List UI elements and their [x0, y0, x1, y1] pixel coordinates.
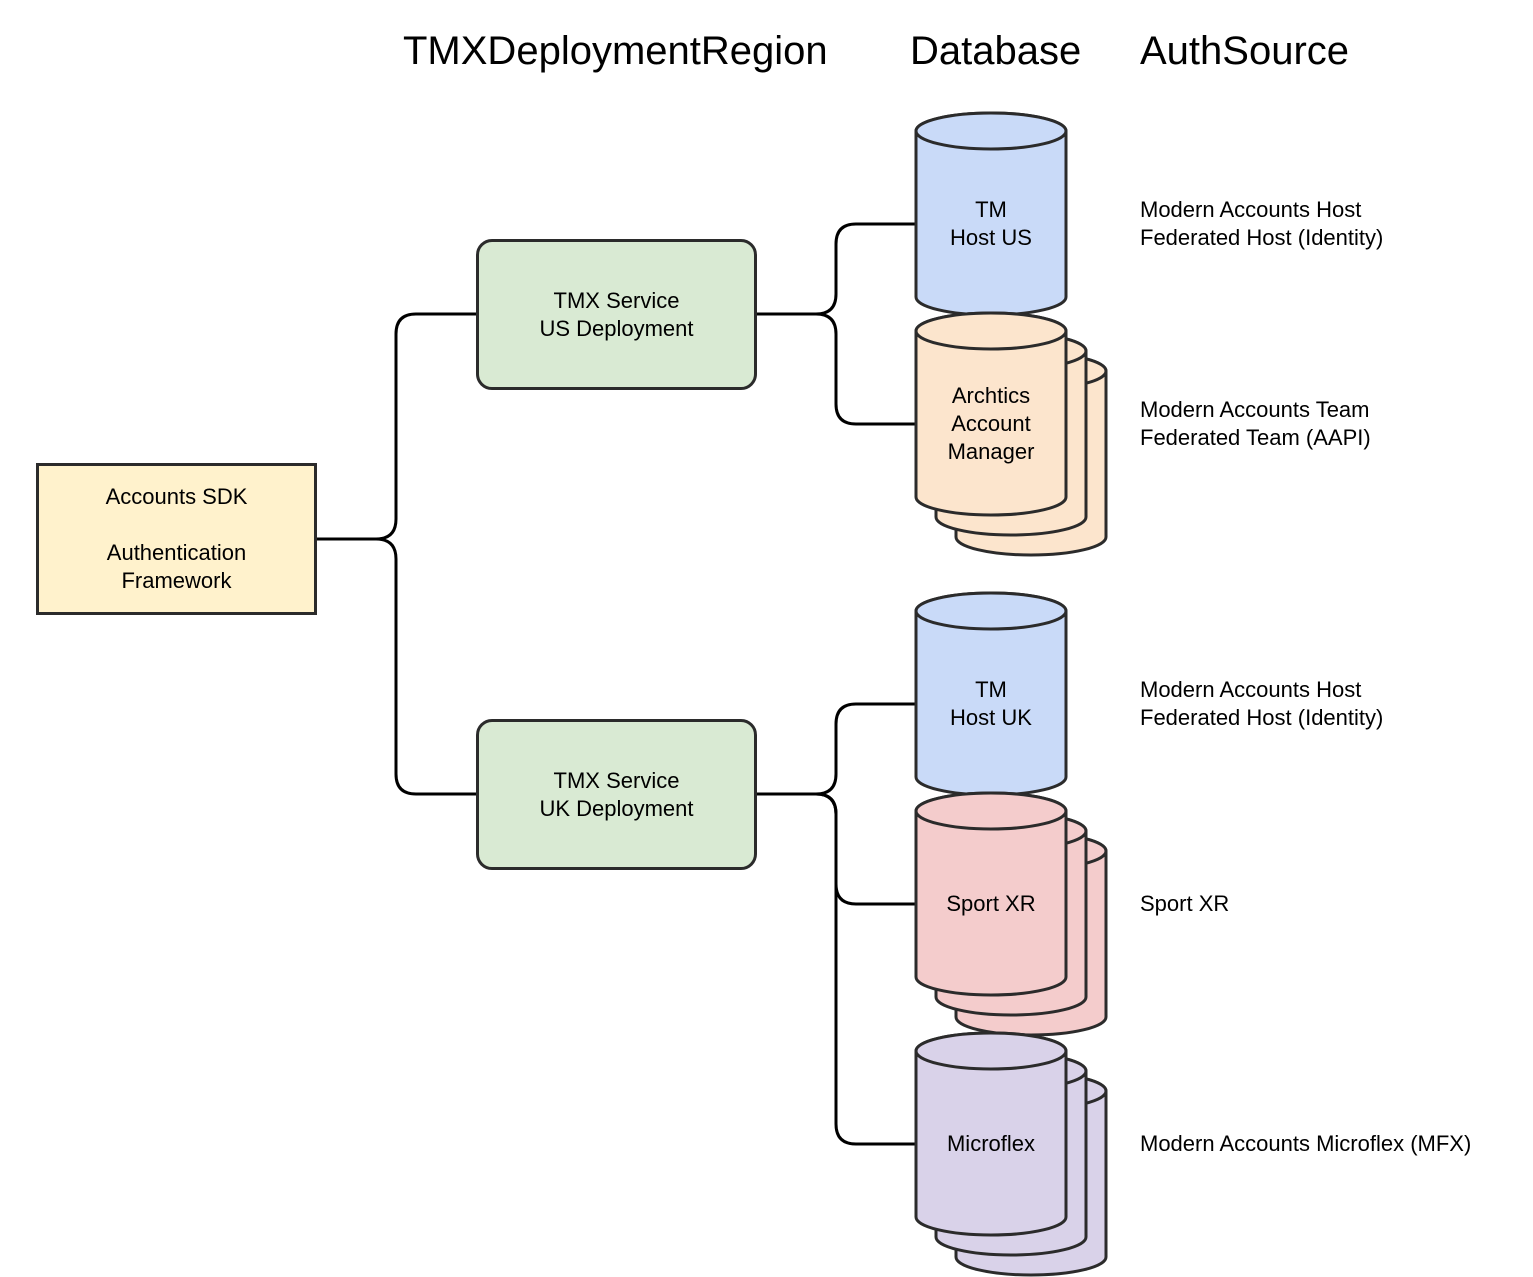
archtics-layer-0-top — [914, 311, 1068, 351]
root-line-1: Accounts SDK — [105, 484, 248, 509]
archtics-line-1: Archtics — [951, 383, 1031, 408]
auth-sport-xr-line-1: Sport XR — [1140, 891, 1230, 916]
tm-host-us-line-1: TM — [975, 197, 1007, 222]
header-tmx-deployment-region: TMXDeploymentRegion — [403, 29, 828, 73]
auth-archtics-line-2: Federated Team (AAPI) — [1140, 425, 1371, 450]
us-service-line-1: TMX Service — [553, 287, 680, 313]
header-database: Database — [910, 29, 1082, 73]
auth-source-archtics: Modern Accounts Team Federated Team (AAP… — [1140, 396, 1371, 452]
archtics-line-2: Account — [951, 411, 1031, 436]
auth-source-microflex: Modern Accounts Microflex (MFX) — [1140, 1130, 1471, 1158]
auth-tm-uk-line-2: Federated Host (Identity) — [1140, 705, 1384, 730]
connector-uk-tmhost — [756, 702, 916, 796]
auth-microflex-line-1: Modern Accounts Microflex (MFX) — [1140, 1131, 1472, 1156]
uk-service-line-1: TMX Service — [553, 767, 680, 793]
us-service-line-2: US Deployment — [539, 315, 694, 341]
tm-host-uk-label: TM Host UK — [916, 676, 1066, 732]
connector-root-uk — [317, 537, 476, 796]
microflex-label: Microflex — [916, 1130, 1066, 1158]
accounts-sdk-box: Accounts SDK Authentication Framework — [36, 463, 317, 615]
tmx-service-us-box: TMX Service US Deployment — [476, 239, 757, 390]
database-cylinder-microflex — [914, 1031, 1108, 1277]
connector-us-tmhost — [756, 222, 916, 316]
sport-xr-label: Sport XR — [916, 890, 1066, 918]
tm-host-us-label: TM Host US — [916, 196, 1066, 252]
tmx-service-uk-box: TMX Service UK Deployment — [476, 719, 757, 870]
auth-tm-us-line-1: Modern Accounts Host — [1140, 197, 1362, 222]
auth-tm-uk-line-1: Modern Accounts Host — [1140, 677, 1362, 702]
tm-uk-layer-0-top — [914, 591, 1068, 631]
auth-source-tm-uk: Modern Accounts Host Federated Host (Ide… — [1140, 676, 1383, 732]
connector-us-archtics — [756, 312, 916, 426]
microflex-line-1: Microflex — [946, 1131, 1035, 1156]
root-line-3: Framework — [121, 568, 232, 593]
auth-archtics-line-1: Modern Accounts Team — [1140, 397, 1370, 422]
tm-host-us-line-2: Host US — [950, 225, 1032, 250]
archtics-label: Archtics Account Manager — [916, 382, 1066, 466]
header-auth-source: AuthSource — [1140, 29, 1350, 73]
auth-tm-us-line-2: Federated Host (Identity) — [1140, 225, 1384, 250]
connector-uk-microflex — [756, 792, 916, 1146]
tm-host-uk-line-2: Host UK — [950, 705, 1032, 730]
database-cylinder-tm-us — [914, 111, 1068, 317]
sportxr-layer-0-top — [914, 791, 1068, 831]
sport-xr-line-1: Sport XR — [946, 891, 1036, 916]
root-line-2: Authentication — [106, 540, 247, 565]
tm-host-uk-line-1: TM — [975, 677, 1007, 702]
auth-source-tm-us: Modern Accounts Host Federated Host (Ide… — [1140, 196, 1383, 252]
microflex-layer-0-top — [914, 1031, 1068, 1071]
database-cylinder-archtics — [914, 311, 1108, 557]
archtics-line-3: Manager — [947, 439, 1035, 464]
tm-us-layer-0-top — [914, 111, 1068, 151]
database-cylinder-tm-uk — [914, 591, 1068, 797]
auth-source-sport-xr: Sport XR — [1140, 890, 1229, 918]
database-cylinder-sportxr — [914, 791, 1108, 1037]
connector-root-us — [317, 312, 476, 541]
uk-service-line-2: UK Deployment — [539, 795, 694, 821]
